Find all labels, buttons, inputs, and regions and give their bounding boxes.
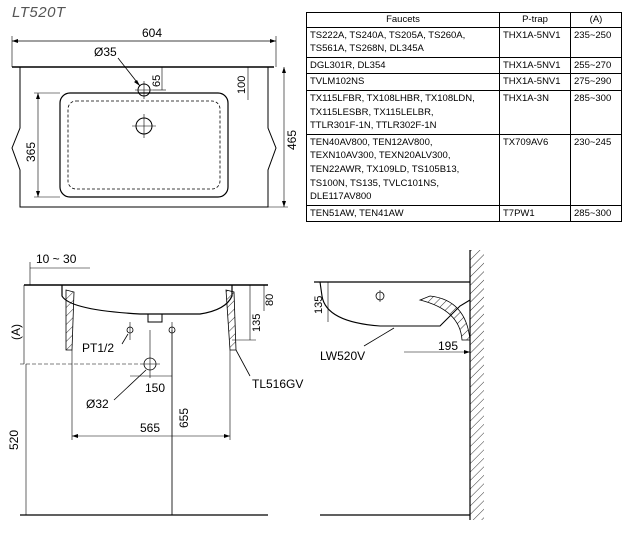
faucet-model-line: TS561A, TS268N, DL345A [310, 43, 424, 55]
arrow-icon [36, 93, 40, 99]
bracket-leader [235, 349, 251, 377]
faucet-model-line: TS100N, TS135, TVLC101NS, [310, 177, 440, 189]
compatibility-table: Faucets P-trap (A) TS222A, TS240A, TS205… [306, 12, 622, 223]
dim-a-label: (A) [9, 324, 23, 340]
model-number: LT520T [12, 4, 66, 21]
top-view: 604 Ø35 65 100 365 465 [11, 26, 299, 208]
drain-leader [113, 369, 147, 401]
table-header-row: Faucets P-trap (A) [306, 12, 622, 28]
basin-profile [61, 285, 233, 315]
faucet-model-line: TEXN10AV300, TEXN20ALV300, [310, 150, 451, 162]
side-basin-profile [319, 281, 471, 327]
bowl-outline [59, 92, 229, 198]
faucet-model-line: TVLM102NS [310, 76, 365, 88]
dim-465-label: 465 [285, 130, 299, 150]
side-rim-height-label: 135 [313, 296, 325, 314]
side-wall-offset-label: 195 [438, 339, 458, 353]
arrow-icon [464, 350, 470, 354]
faucet-model-line: TS222A, TS240A, TS205A, TS260A, [310, 29, 466, 41]
dim-100-label: 100 [236, 76, 248, 94]
arrow-icon [282, 67, 286, 73]
faucet-model-line: DLE117AV800 [310, 191, 372, 203]
pt-leader [121, 333, 129, 345]
bracket-model-label: TL516GV [252, 377, 303, 391]
height-135-label: 135 [251, 314, 263, 332]
faucet-model-line: TEN22AWR, TX109LD, TS105B13, [310, 163, 460, 175]
side-bracket-leader [363, 327, 395, 347]
dim-65-label: 65 [151, 75, 163, 87]
faucet-models-cell: TS222A, TS240A, TS205A, TS260A, TS561A, T… [306, 26, 500, 58]
drain-offset-label: 150 [145, 381, 165, 395]
side-bracket-model-label: LW520V [320, 349, 365, 363]
arrow-icon [72, 434, 78, 438]
height-80-label: 80 [264, 294, 276, 306]
arrow-icon [134, 80, 140, 86]
faucet-models-cell: TEN51AW, TEN41AW [306, 204, 500, 223]
faucet-model-line: TEN40AV800, TEN12AV800, [310, 136, 433, 148]
faucet-model-line: TX115LFBR, TX108LHBR, TX108LDN, [310, 92, 475, 104]
arrow-icon [282, 201, 286, 207]
bracket-span-label: 565 [140, 421, 160, 435]
pipe-thread-label: PT1/2 [82, 341, 114, 355]
bowl-inner-dashed [67, 100, 221, 190]
faucet-model-line: DGL301R, DL354 [310, 59, 386, 71]
front-view: 10 ~ 30 150 PT1/2 Ø32 [7, 252, 303, 516]
wall-hatch [470, 250, 484, 520]
ptrap-cell: TX709AV6 [499, 133, 571, 206]
floor-to-supply-label: 520 [7, 430, 21, 450]
dim-604-label: 604 [142, 26, 162, 40]
arrow-icon [36, 191, 40, 197]
overflow-range-label: 10 ~ 30 [36, 252, 77, 266]
drain-dia-label: Ø32 [86, 397, 109, 411]
faucet-model-line: TTLR301F-1N, TTLR302F-1N [310, 120, 437, 132]
right-bracket [225, 289, 237, 351]
dimension-a-cell: 230~245 [570, 133, 622, 206]
basin-outline [11, 67, 277, 208]
dim-365-label: 365 [24, 142, 38, 162]
faucet-model-line: TEN51AW, TEN41AW [310, 207, 404, 219]
arrow-icon [12, 39, 18, 43]
hole-dia-label: Ø35 [94, 45, 117, 59]
faucet-model-line: TX115LESBR, TX115LELBR, [310, 106, 434, 118]
dimension-a-cell: 235~250 [570, 26, 622, 58]
side-view: 135 195 LW520V [313, 250, 484, 520]
dimension-a-cell: 285~300 [570, 89, 622, 135]
side-bracket [418, 295, 471, 341]
arrow-icon [224, 434, 230, 438]
drain-outlet [147, 314, 163, 323]
arrow-icon [270, 39, 276, 43]
table-row: TS222A, TS240A, TS205A, TS260A, TS561A, T… [306, 26, 622, 58]
ptrap-cell: THX1A-5NV1 [499, 26, 571, 58]
dimension-a-cell: 285~300 [570, 204, 622, 223]
faucet-models-cell: TEN40AV800, TEN12AV800, TEXN10AV300, TEXN… [306, 133, 500, 206]
table-body: TS222A, TS240A, TS205A, TS260A, TS561A, T… [306, 26, 622, 223]
table-row: TEN40AV800, TEN12AV800, TEXN10AV300, TEXN… [306, 133, 622, 206]
left-bracket [65, 289, 75, 351]
floor-to-drain-label: 655 [177, 408, 191, 428]
